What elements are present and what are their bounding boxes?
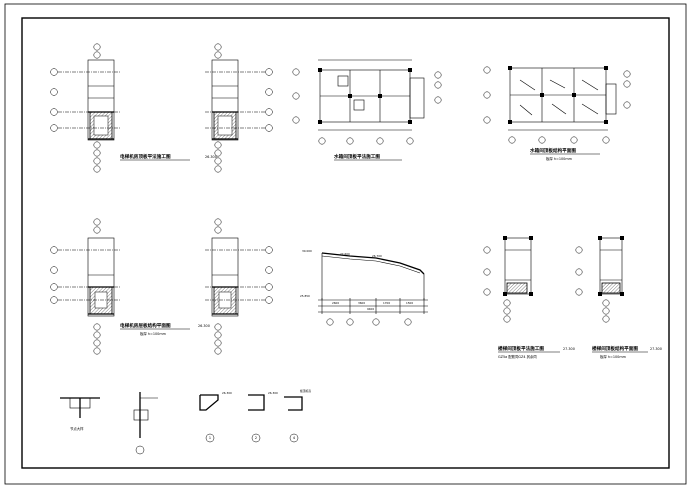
- inner-frame: [21, 17, 670, 469]
- detail-label-2: 26.300: [268, 391, 278, 395]
- detail-row: 节点大样 26.300 1 26.300 2 板顶标高 4: [60, 389, 311, 455]
- plan-stair-roof: 楼梯间顶板平法施工图 27.300 GZ5a 配筋同GZ4 其余同: [483, 236, 575, 359]
- note-slab-thickness-3: 板厚 h=100mm: [600, 354, 627, 359]
- roof-section-profile: 30.000 27.600 26.700 25.850 2600 3600 17…: [300, 249, 428, 326]
- section-dim-total: 9400: [367, 307, 374, 311]
- title-elevator-roof: 电梯机房顶板平法施工图: [120, 153, 171, 160]
- level-stair-roof-plan: 27.300: [563, 347, 575, 351]
- title-stair-roof-plan: 楼梯间顶板平法施工图: [498, 345, 544, 352]
- plan-water-tank-roof: 水箱间顶板平法施工图: [292, 59, 442, 161]
- note-slab-thickness-1: 板厚 h=100mm: [546, 156, 573, 161]
- level-elevator-struct: 26.300: [198, 324, 210, 328]
- title-stair-roof-struct: 楼梯间顶板结构平面图: [592, 345, 638, 352]
- note-slab-thickness-2: 板厚 h=100mm: [140, 331, 167, 336]
- plan-stair-struct: 楼梯间顶板结构平面图 27.300 板厚 h=100mm: [575, 236, 662, 359]
- section-level-4: 25.850: [300, 294, 310, 298]
- level-stair-roof-struct: 27.300: [650, 347, 662, 351]
- title-water-tank-plan: 水箱间顶板平法施工图: [334, 153, 380, 160]
- detail-num-3: 4: [293, 436, 295, 440]
- plan-elevator-struct: 电梯机房层板结构平面图 板厚 h=100mm 26.300: [50, 218, 273, 355]
- section-dim-1: 2600: [332, 301, 339, 305]
- section-dim-2: 3600: [358, 301, 365, 305]
- section-level-3: 26.700: [372, 254, 382, 258]
- section-level-1: 30.000: [302, 249, 312, 253]
- title-water-tank-struct: 水箱间顶板结构平面图: [530, 147, 576, 154]
- detail-label-3: 板顶标高: [300, 389, 311, 393]
- note-stair: GZ5a 配筋同GZ4 其余同: [498, 354, 537, 359]
- detail-num-1: 1: [209, 436, 211, 440]
- section-dim-3: 1700: [383, 301, 390, 305]
- detail-label-1: 26.300: [222, 391, 232, 395]
- level-elevator-roof: 26.300: [205, 155, 217, 159]
- section-dim-4: 1500: [406, 301, 413, 305]
- section-level-2: 27.600: [340, 252, 350, 256]
- plan-elevator-roof: 电梯机房顶板平法施工图 26.300: [50, 43, 273, 173]
- detail-num-2: 2: [255, 436, 257, 440]
- outer-frame: [4, 3, 687, 485]
- plan-water-tank-struct: 水箱间顶板结构平面图 板厚 h=100mm: [483, 66, 631, 161]
- title-detail-node: 节点大样: [70, 426, 84, 431]
- title-elevator-struct: 电梯机房层板结构平面图: [120, 322, 171, 329]
